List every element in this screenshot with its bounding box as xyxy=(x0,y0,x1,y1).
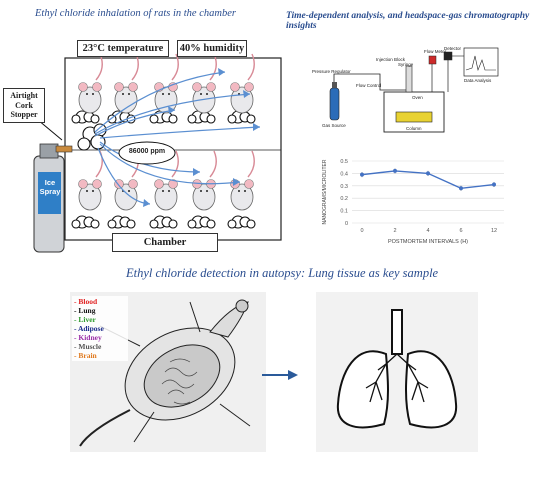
flow-meter-label: Flow Meter xyxy=(424,49,447,54)
organ-lung: - Lung xyxy=(74,306,96,315)
pressure-regulator-label: Pressure Regulator xyxy=(312,69,351,74)
x-tick-label: 6 xyxy=(459,228,462,234)
stopper-pointer xyxy=(37,119,63,141)
data-point xyxy=(393,168,397,173)
flow-meter-icon xyxy=(428,55,437,65)
column-box xyxy=(395,111,433,123)
autopsy-title: Ethyl chloride detection in autopsy: Lun… xyxy=(126,266,439,280)
x-tick-label: 4 xyxy=(426,228,429,234)
gas-arrowheads xyxy=(143,68,260,207)
injection-block-label: Injection Block xyxy=(376,57,406,62)
spray-can-icon xyxy=(33,143,73,253)
organ-liver: - Liver xyxy=(74,315,96,324)
y-tick-label: 0.2 xyxy=(340,196,348,202)
x-tick-label: 12 xyxy=(491,228,497,234)
organ-muscle: - Muscle xyxy=(74,342,102,351)
chamber-label: Chamber xyxy=(112,233,218,252)
humidity-label: 40% humidity xyxy=(177,40,247,57)
chamber-diagram xyxy=(33,53,282,253)
rat-icons-bottom xyxy=(78,150,255,211)
organ-brain: - Brain xyxy=(74,351,97,360)
y-tick-label: 0.3 xyxy=(340,184,348,190)
data-point xyxy=(459,186,463,191)
gas-flow-arrows xyxy=(94,71,261,205)
y-tick-label: 0.1 xyxy=(340,209,348,215)
column-label: Column xyxy=(406,126,422,131)
y-axis-label: NANOGRAMS/MICROLITER xyxy=(322,159,328,224)
gas-cylinder-icon xyxy=(329,87,340,121)
cloud-row-bottom xyxy=(71,215,256,229)
organ-list: - Blood - Lung - Liver - Adipose - Kidne… xyxy=(72,296,128,361)
lungs-illustration xyxy=(316,292,478,452)
x-tick-label: 0 xyxy=(360,228,363,234)
organ-adipose: - Adipose xyxy=(74,324,104,333)
data-point xyxy=(426,171,430,176)
gc-diagram xyxy=(329,47,499,133)
organ-kidney: - Kidney xyxy=(74,333,102,342)
y-tick-label: 0.4 xyxy=(340,171,348,177)
concentration-line-chart: 0 0.1 0.2 0.3 0.4 0.5 0 2 4 6 12 NANOGRAMS/MICROLIT… xyxy=(322,159,504,245)
spray-label: Ice Spray xyxy=(39,178,61,196)
x-tick-label: 2 xyxy=(393,228,396,234)
organ-blood: - Blood xyxy=(74,297,98,306)
detector-label: Detector xyxy=(444,46,462,51)
data-point xyxy=(360,172,364,177)
flow-control-label: Flow Control xyxy=(356,83,382,88)
concentration-oval xyxy=(118,141,176,165)
y-tick-label: 0.5 xyxy=(340,159,348,165)
temperature-label: 23°C temperature xyxy=(77,40,169,57)
chamber-title: Ethyl chloride inhalation of rats in the… xyxy=(35,8,236,19)
data-analysis-label: Data Analysis xyxy=(464,78,492,83)
stopper-label: Airtight Cork Stopper xyxy=(3,88,45,123)
oven-label: Oven xyxy=(412,95,423,100)
right-arrow-icon xyxy=(262,370,298,380)
y-tick-label: 0 xyxy=(345,221,348,227)
data-point xyxy=(492,182,496,187)
x-axis-label: POSTMORTEM INTERVALS (H) xyxy=(388,239,468,245)
analysis-title: Time-dependent analysis, and headspace-g… xyxy=(286,11,530,31)
syringe-label: Syringe xyxy=(398,62,414,67)
gas-source-label: Gas Source xyxy=(322,123,346,128)
concentration-label: 86000 ppm xyxy=(128,148,166,155)
